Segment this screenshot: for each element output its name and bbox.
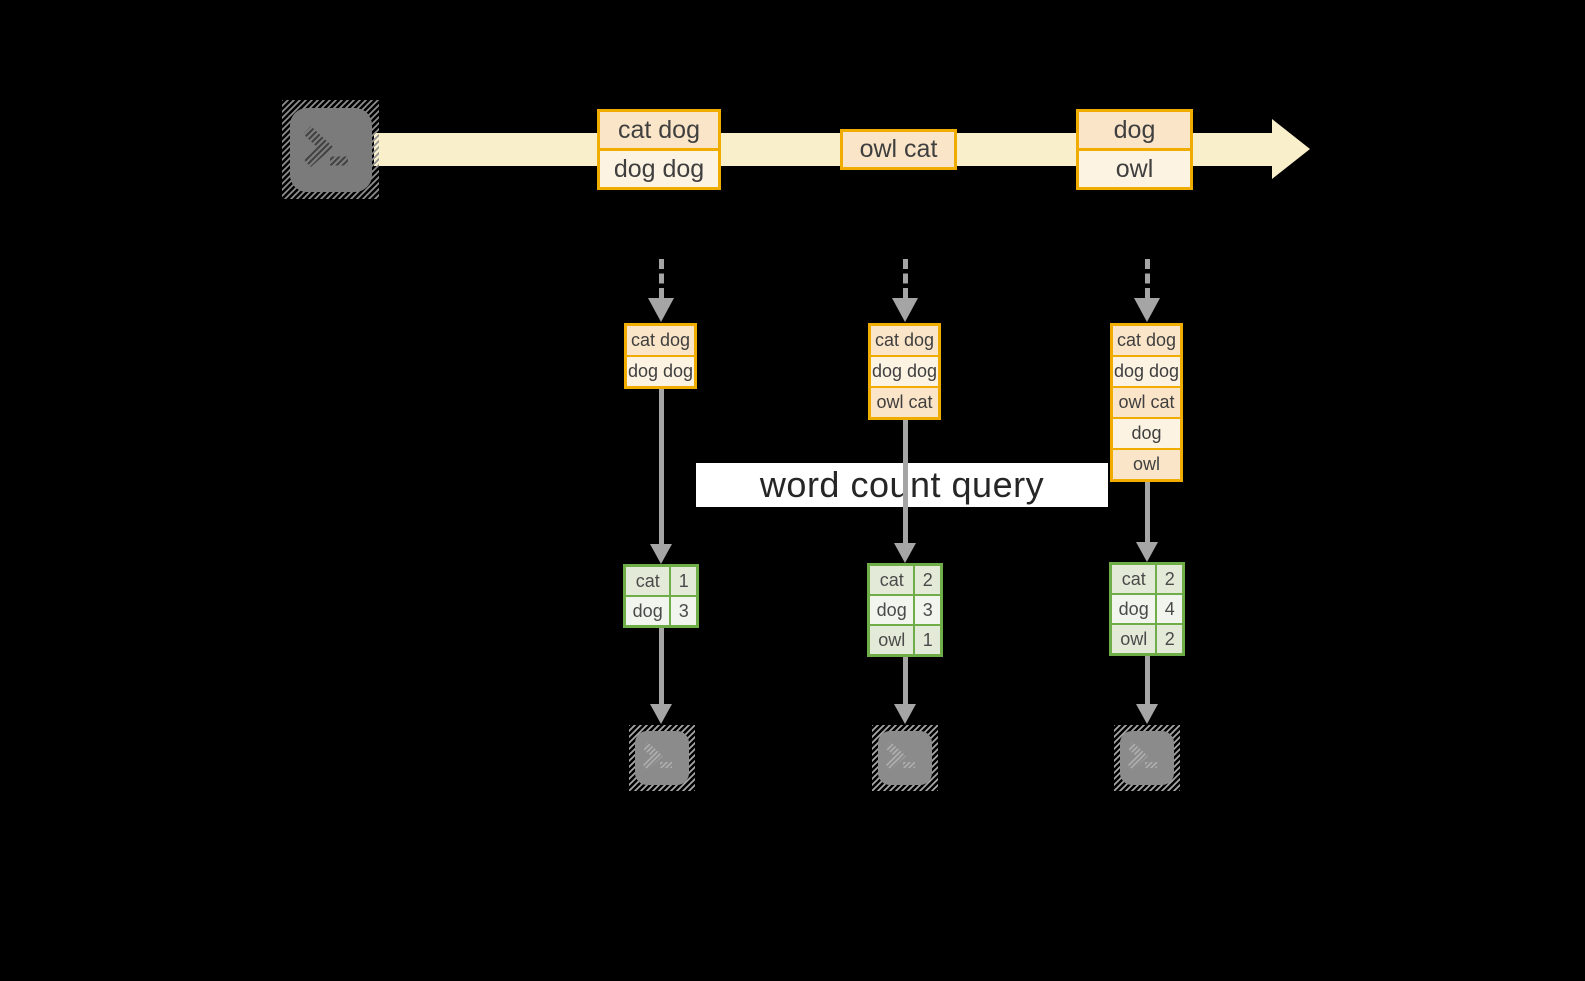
sink-arrow-1 (659, 628, 664, 704)
source-terminal-icon (282, 100, 379, 199)
word-cell: cat (626, 567, 670, 595)
ingest-arrow-2 (903, 259, 908, 298)
buffer-cell: owl (1113, 448, 1180, 479)
wordcount-table-1: cat 1 dog 3 (623, 564, 699, 628)
count-cell: 4 (1155, 595, 1182, 623)
ingest-arrowhead-2-icon (892, 298, 918, 322)
stream-record: cat dog (600, 112, 718, 148)
buffer-stack-1: cat dog dog dog (624, 323, 697, 389)
table-row: cat 2 (870, 566, 940, 594)
word-cell: dog (1112, 595, 1156, 623)
flow-arrowhead-3-icon (1136, 542, 1158, 562)
count-cell: 2 (1155, 625, 1182, 653)
word-cell: dog (870, 596, 914, 624)
buffer-cell: dog dog (627, 355, 694, 386)
ingest-arrow-1 (659, 259, 664, 298)
flow-arrow-1 (659, 386, 664, 544)
table-row: owl 2 (1112, 623, 1182, 653)
table-row: dog 3 (870, 594, 940, 624)
stream-event-box-2: owl cat (840, 129, 957, 170)
count-cell: 2 (913, 566, 940, 594)
buffer-stack-3: cat dog dog dog owl cat dog owl (1110, 323, 1183, 482)
buffer-cell: owl cat (1113, 386, 1180, 417)
table-row: owl 1 (870, 624, 940, 654)
wordcount-table-3: cat 2 dog 4 owl 2 (1109, 562, 1185, 656)
count-cell: 2 (1155, 565, 1182, 593)
sink-arrowhead-2-icon (894, 704, 916, 724)
stream-record: dog (1079, 112, 1190, 148)
sink-terminal-icon-2 (872, 725, 938, 791)
flow-arrow-2 (903, 420, 908, 543)
table-row: dog 3 (626, 595, 696, 625)
buffer-cell: dog dog (1113, 355, 1180, 386)
sink-arrow-3 (1145, 656, 1150, 704)
word-cell: cat (1112, 565, 1156, 593)
buffer-cell: cat dog (871, 326, 938, 355)
stream-record: owl (1079, 148, 1190, 187)
flow-arrowhead-2-icon (894, 543, 916, 563)
buffer-cell: cat dog (1113, 326, 1180, 355)
table-row: cat 1 (626, 567, 696, 595)
word-cell: owl (1112, 625, 1156, 653)
ingest-arrow-3 (1145, 259, 1150, 298)
flow-arrow-3 (1145, 482, 1150, 542)
query-label: word count query (759, 464, 1045, 505)
buffer-stack-2: cat dog dog dog owl cat (868, 323, 941, 420)
ingest-arrowhead-1-icon (648, 298, 674, 322)
stream-event-box-3: dog owl (1076, 109, 1193, 190)
stream-record: dog dog (600, 148, 718, 187)
count-cell: 1 (913, 626, 940, 654)
sink-terminal-icon-1 (629, 725, 695, 791)
count-cell: 3 (669, 597, 696, 625)
ingest-arrowhead-3-icon (1134, 298, 1160, 322)
buffer-cell: owl cat (871, 386, 938, 417)
stream-event-box-1: cat dog dog dog (597, 109, 721, 190)
query-label-box: word count query (696, 463, 1108, 507)
wordcount-table-2: cat 2 dog 3 owl 1 (867, 563, 943, 657)
sink-arrowhead-3-icon (1136, 704, 1158, 724)
sink-arrow-2 (903, 657, 908, 704)
table-row: dog 4 (1112, 593, 1182, 623)
word-cell: cat (870, 566, 914, 594)
stream-arrowhead-icon (1272, 119, 1310, 179)
buffer-cell: dog dog (871, 355, 938, 386)
sink-terminal-icon-3 (1114, 725, 1180, 791)
word-cell: dog (626, 597, 670, 625)
sink-arrowhead-1-icon (650, 704, 672, 724)
word-cell: owl (870, 626, 914, 654)
stream-record: owl cat (843, 132, 954, 167)
table-row: cat 2 (1112, 565, 1182, 593)
count-cell: 1 (669, 567, 696, 595)
buffer-cell: dog (1113, 417, 1180, 448)
flow-arrowhead-1-icon (650, 544, 672, 564)
count-cell: 3 (913, 596, 940, 624)
buffer-cell: cat dog (627, 326, 694, 355)
